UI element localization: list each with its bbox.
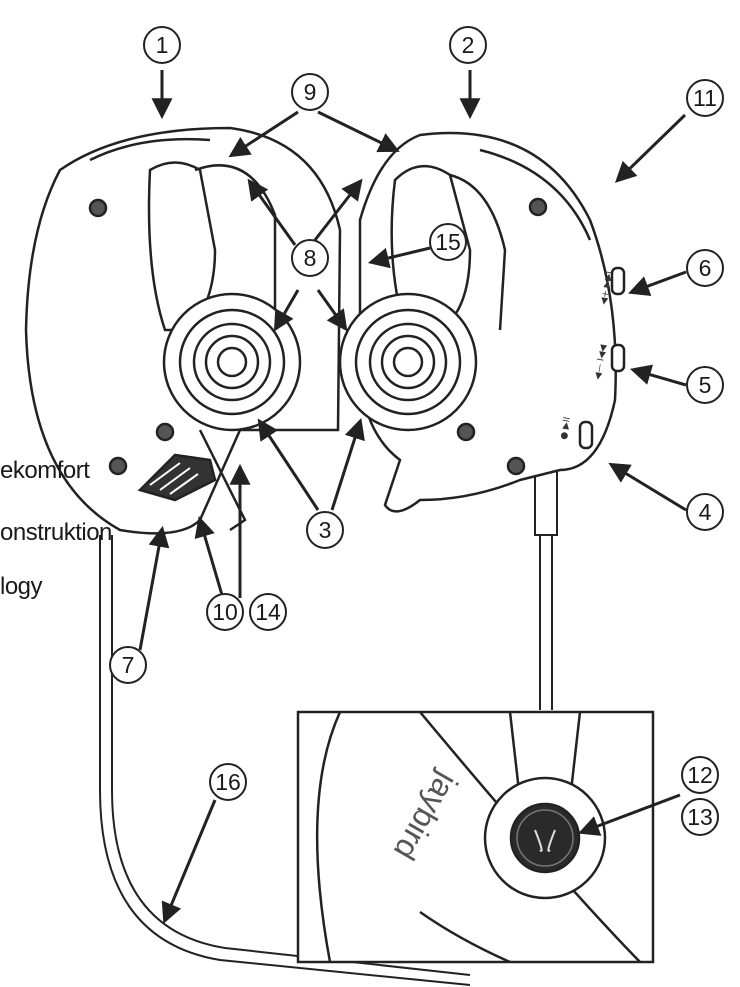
- svg-text:5: 5: [699, 372, 712, 398]
- svg-text:11: 11: [693, 85, 717, 111]
- callout-5: 5: [687, 367, 723, 403]
- callout-2: 2: [450, 27, 486, 63]
- callout-8: 8: [292, 240, 328, 276]
- svg-text:4: 4: [699, 499, 712, 525]
- svg-text:15: 15: [435, 229, 461, 255]
- svg-text:7: 7: [122, 652, 135, 678]
- side-label-1: ekomfort: [0, 457, 90, 484]
- callout-16: 16: [210, 764, 246, 800]
- svg-text:16: 16: [215, 769, 241, 795]
- svg-text:1: 1: [156, 32, 169, 58]
- side-label-3: logy: [0, 573, 43, 600]
- svg-text:2: 2: [462, 32, 475, 58]
- svg-text:10: 10: [212, 599, 238, 625]
- callout-4: 4: [687, 494, 723, 530]
- callout-7: 7: [110, 647, 146, 683]
- inset-closeup: jaybird: [298, 712, 653, 962]
- svg-text:6: 6: [699, 255, 712, 281]
- svg-text:9: 9: [304, 79, 317, 105]
- callout-14: 14: [250, 594, 286, 630]
- right-earbud: [340, 133, 624, 511]
- callout-1: 1: [144, 27, 180, 63]
- callout-3: 3: [307, 512, 343, 548]
- callout-15: 15: [430, 224, 466, 260]
- callout-6: 6: [687, 250, 723, 286]
- svg-text:8: 8: [304, 245, 317, 271]
- callout-12: 12: [682, 757, 718, 793]
- callout-13: 13: [682, 799, 718, 835]
- svg-text:14: 14: [255, 599, 281, 625]
- svg-text:13: 13: [687, 804, 713, 830]
- svg-text:12: 12: [687, 762, 713, 788]
- callout-9: 9: [292, 74, 328, 110]
- side-label-2: onstruktion: [0, 519, 112, 546]
- callout-11: 11: [687, 80, 723, 116]
- callout-10: 10: [207, 594, 243, 630]
- svg-text:3: 3: [319, 517, 332, 543]
